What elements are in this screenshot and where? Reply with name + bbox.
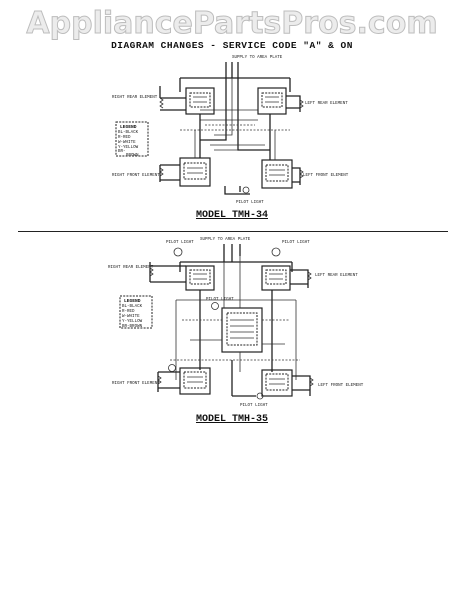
legend-line-34: BROWN [126, 154, 139, 158]
watermark: AppliancePartsPros.com [26, 6, 438, 42]
legend-line-35: W-WHITE [122, 315, 140, 319]
legend-line-35: Y-YELLOW [122, 320, 143, 324]
pilot-label-34: PILOT LIGHT [236, 201, 264, 205]
diagram-tmh-35: SUPPLY TO AREA PLATE PILOT LIGHT PILOT L… [108, 238, 364, 408]
left-front-label-34: LEFT FRONT ELEMENT [303, 174, 349, 178]
left-rear-label-34: LEFT REAR ELEMENT [305, 102, 348, 106]
switch-left-front-34 [261, 159, 293, 189]
pilot-label-35: PILOT LIGHT [282, 241, 310, 245]
legend-line-34: W-WHITE [118, 141, 136, 145]
legend-line-34: R-RED [118, 136, 131, 140]
legend-title-35: LEGEND [124, 298, 141, 304]
legend-box-35 [119, 295, 153, 329]
right-front-label-34: RIGHT FRONT ELEMENT [112, 174, 160, 178]
switch-left-front-35 [261, 369, 293, 397]
legend-line-34: BL-BLACK [118, 131, 139, 135]
legend-line-35: R-RED [122, 310, 135, 314]
model-label-tmh-35: MODEL TMH-35 [195, 414, 268, 425]
pilot-top-right-35 [271, 247, 281, 257]
switch-left-rear-34 [257, 87, 287, 115]
legend-box-34 [115, 121, 149, 157]
pilot-bottom-label-35: PILOT LIGHT [240, 404, 268, 408]
switch-right-front-34 [179, 157, 211, 187]
center-block-35 [221, 307, 263, 353]
right-rear-label-34: RIGHT REAR ELEMENT [112, 96, 158, 100]
legend-line-35: BL-BLACK [122, 305, 143, 309]
switch-left-rear-35 [261, 265, 291, 291]
pilot-label-35: PILOT LIGHT [166, 241, 194, 245]
legend-line-35: BR-BROWN [122, 325, 143, 329]
legend-title-34: LEGEND [120, 124, 137, 130]
model-label-tmh-34: MODEL TMH-34 [195, 210, 268, 221]
right-front-label-35: RIGHT FRONT ELEMENT [112, 382, 160, 386]
diagram-heading: DIAGRAM CHANGES - SERVICE CODE "A" & ON [111, 40, 353, 51]
legend-line-34: BR- [118, 150, 126, 154]
pilot-top-left-35 [173, 247, 183, 257]
section-divider [18, 231, 448, 232]
left-rear-label-35: LEFT REAR ELEMENT [315, 274, 358, 278]
right-rear-label-35: RIGHT REAR ELEMENT [108, 266, 154, 270]
legend-line-34: Y-YELLOW [118, 146, 139, 150]
supply-label-35: SUPPLY TO AREA PLATE [200, 238, 251, 242]
left-front-label-35: LEFT FRONT ELEMENT [318, 384, 364, 388]
supply-label-34: SUPPLY TO AREA PLATE [232, 56, 283, 60]
switch-right-front-35 [179, 367, 211, 395]
diagram-tmh-34: SUPPLY TO AREA PLATE RIGHT REAR ELEMENT … [112, 56, 349, 205]
